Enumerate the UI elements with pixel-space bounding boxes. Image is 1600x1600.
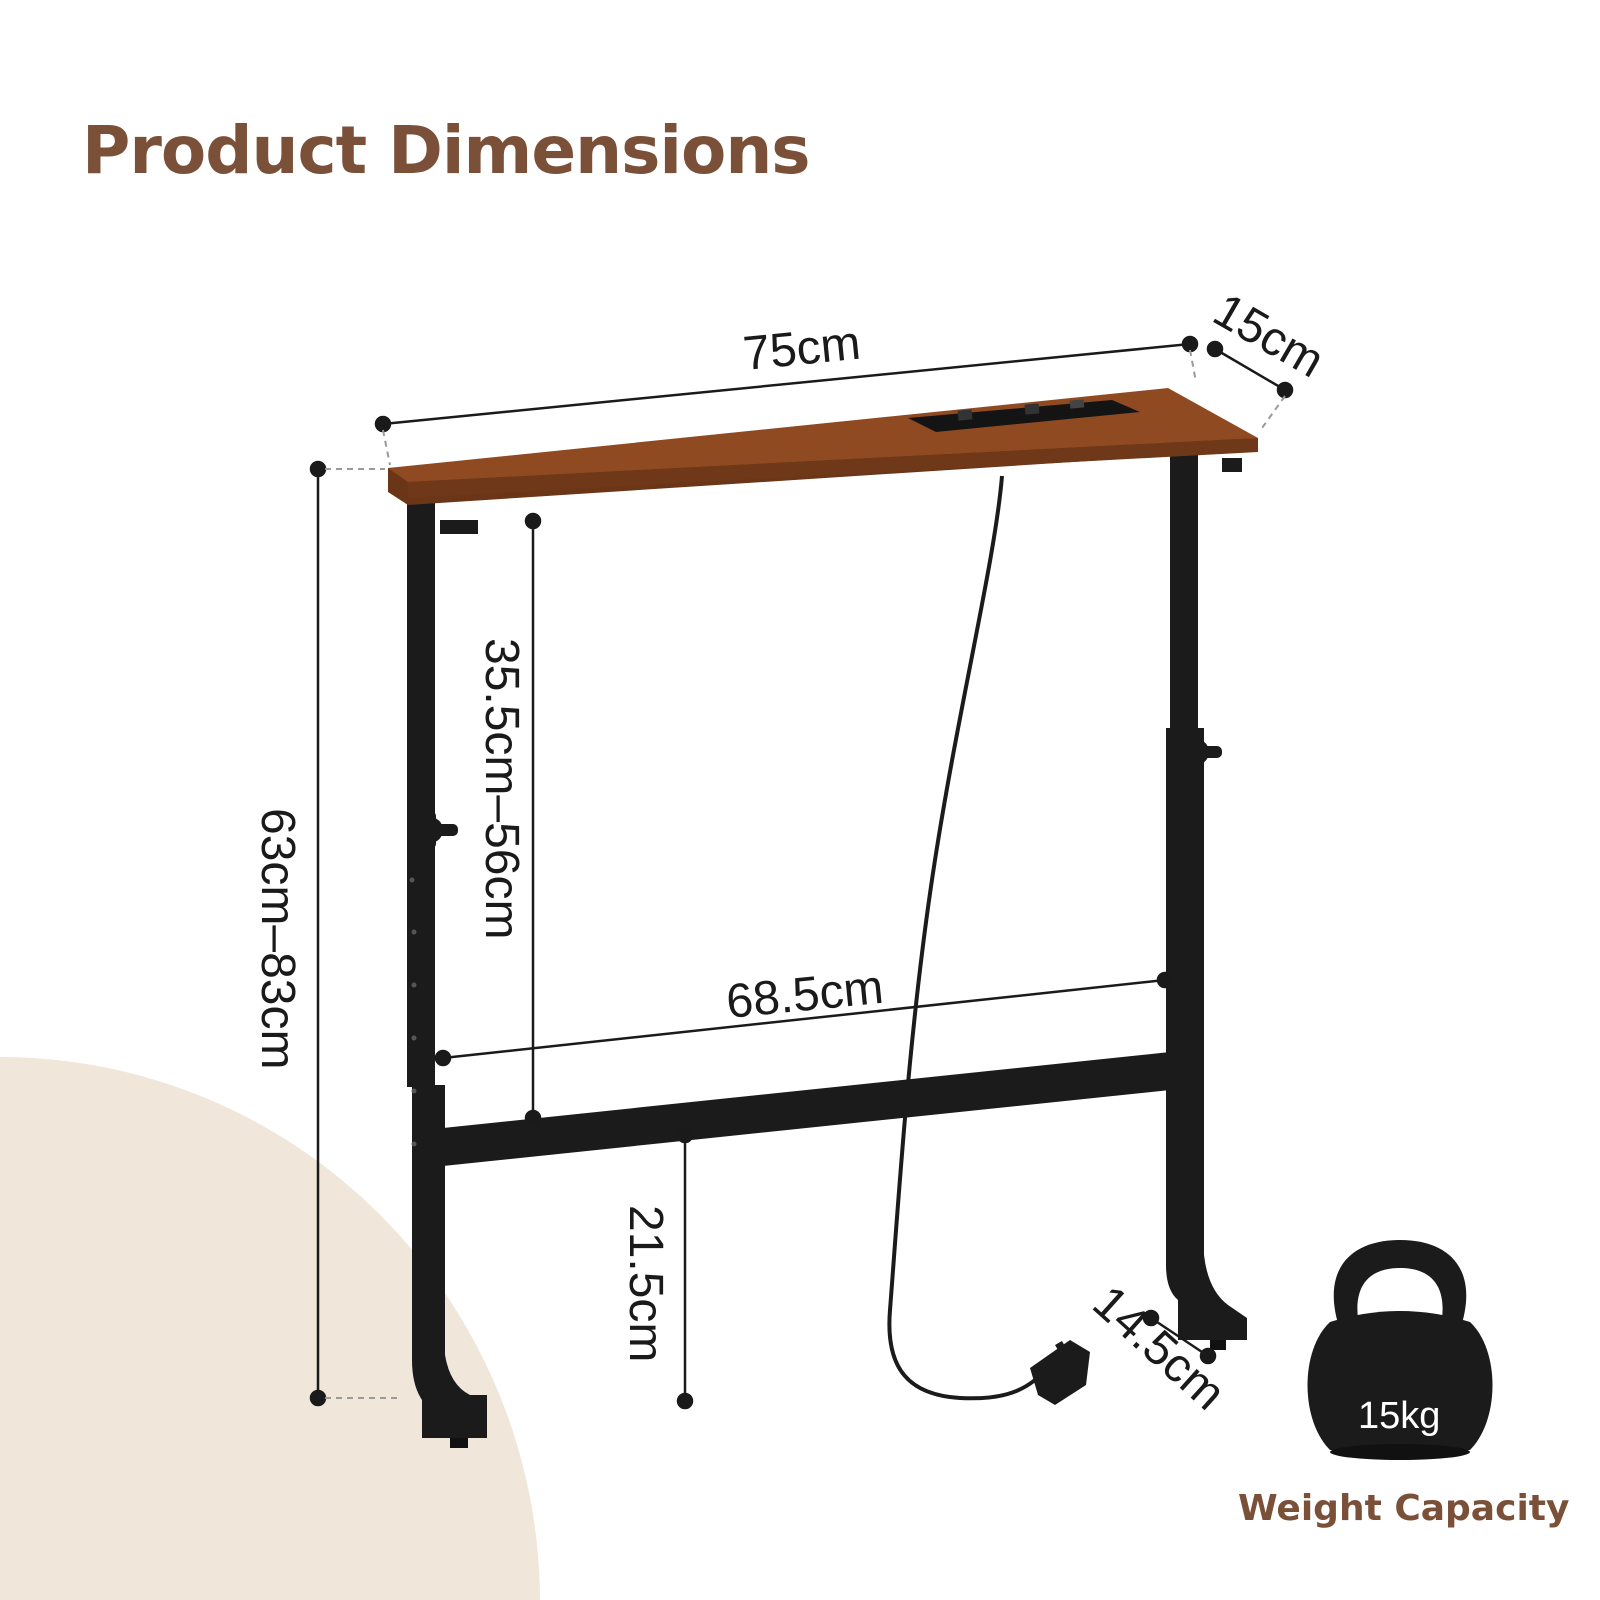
right-bracket [1222, 458, 1242, 472]
weight-capacity-label: Weight Capacity [1238, 1488, 1570, 1529]
left-leg-lower [412, 1085, 487, 1438]
right-knob [1183, 734, 1222, 770]
weight-value: 15kg [1358, 1395, 1440, 1437]
kettlebell-icon [1307, 1240, 1493, 1460]
crossbar [443, 1052, 1170, 1166]
right-leg-upper [1170, 455, 1198, 730]
total-height-label: 63cm–83cm [251, 808, 304, 1069]
plug-icon [1030, 1340, 1090, 1405]
crossbar-height-label: 21.5cm [619, 1205, 672, 1362]
tabletop-edge [408, 438, 1258, 498]
dimension-lines [309, 335, 1294, 1410]
adjustment-holes [409, 877, 417, 1147]
left-leg-upper [407, 497, 435, 1087]
power-cable [887, 475, 1037, 1401]
side-table [388, 388, 1258, 1448]
guide-lines [325, 349, 1286, 1399]
background-shape [0, 1057, 540, 1600]
width-label: 75cm [741, 317, 863, 381]
right-leg-lower [1166, 728, 1247, 1340]
page-title: Product Dimensions [82, 112, 811, 189]
right-foot-pad [1210, 1340, 1226, 1350]
inner-width-label: 68.5cm [724, 961, 886, 1029]
power-strip [908, 399, 1140, 432]
left-knob [417, 812, 458, 848]
left-foot-pad [450, 1438, 468, 1448]
left-bracket [440, 520, 478, 534]
leg-height-label: 35.5cm–56cm [475, 638, 528, 939]
depth-label: 15cm [1205, 284, 1333, 389]
